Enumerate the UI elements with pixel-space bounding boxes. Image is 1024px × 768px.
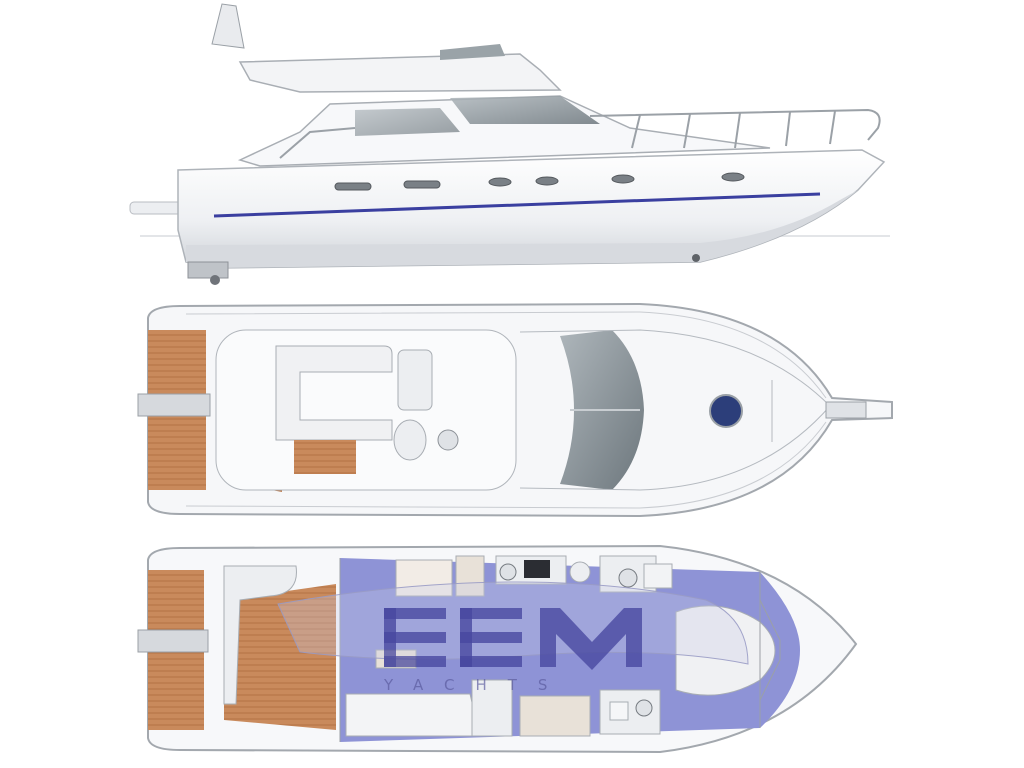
watermark-logo bbox=[384, 608, 642, 670]
portholes bbox=[334, 172, 745, 191]
running-gear bbox=[187, 261, 229, 279]
bow-rail bbox=[589, 108, 881, 149]
side-window bbox=[355, 108, 460, 136]
interior-cockpit-teak bbox=[224, 584, 336, 730]
saloon-sofa bbox=[345, 693, 481, 737]
cockpit-table bbox=[294, 440, 356, 474]
watermark-boat-swoosh bbox=[277, 581, 749, 665]
watermark-tagline: YACHTS bbox=[383, 676, 568, 694]
radar-arch bbox=[211, 3, 245, 49]
galley-counter bbox=[395, 559, 453, 597]
flybridge bbox=[238, 53, 562, 93]
interior-plan-view bbox=[137, 544, 858, 754]
deck-hatch bbox=[709, 394, 743, 428]
side-profile-view bbox=[129, 3, 890, 285]
windshield bbox=[450, 96, 600, 124]
cockpit-seating bbox=[275, 345, 393, 441]
deck-plan-view bbox=[137, 302, 893, 518]
eem-yachts-watermark: YACHTS bbox=[277, 581, 749, 694]
hull-stripe bbox=[213, 192, 821, 218]
